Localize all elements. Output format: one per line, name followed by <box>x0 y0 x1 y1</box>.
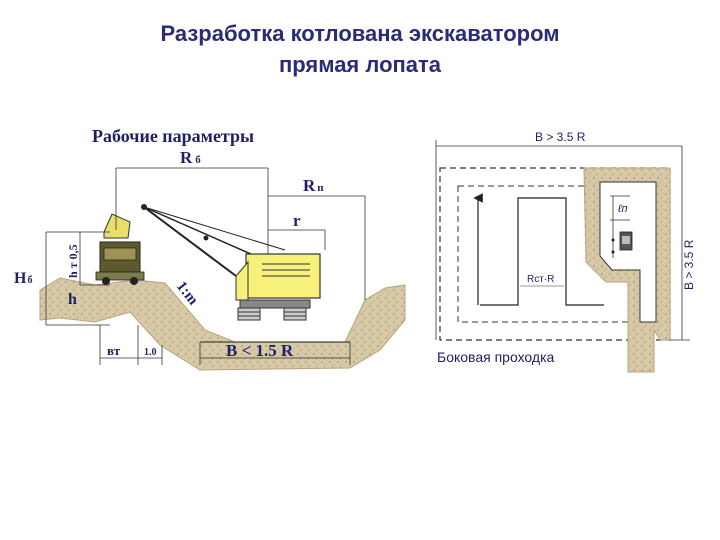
title-line-1: Разработка котлована экскаватором <box>160 21 560 46</box>
working-parameters-heading: Рабочие параметры <box>92 126 254 146</box>
excavator-body <box>235 253 321 321</box>
top-width-label: B > 3.5 R <box>535 130 586 144</box>
left-diagram: Рабочие параметры <box>14 126 406 371</box>
l-n-label: ℓп <box>617 203 628 215</box>
side-width-label: B > 3.5 R <box>682 239 696 290</box>
slide-title: Разработка котлована экскаватором прямая… <box>0 18 720 80</box>
label-H-b: Hб <box>14 270 32 287</box>
label-r: r <box>293 211 301 230</box>
dump-truck <box>95 213 145 285</box>
dimension-lines <box>45 167 366 365</box>
title-line-2: прямая лопата <box>278 52 442 77</box>
label-distance: 1.0 <box>144 347 157 358</box>
excavator-path <box>480 197 604 306</box>
side-passage-caption: Боковая проходка <box>437 349 554 365</box>
excavator-boom <box>141 204 286 277</box>
label-h-t: h т 0,5 <box>66 244 80 278</box>
label-pit-width: B < 1.5 R <box>226 341 294 360</box>
side-trench <box>599 181 657 323</box>
label-b-t: вт <box>107 343 121 358</box>
label-h: h <box>68 291 77 308</box>
turn-radius-label: Rст·R <box>527 274 554 285</box>
soil-section <box>39 277 406 371</box>
right-diagram: B > 3.5 R Rст·R ℓп B > 3.5 R Боковая про… <box>435 130 696 373</box>
